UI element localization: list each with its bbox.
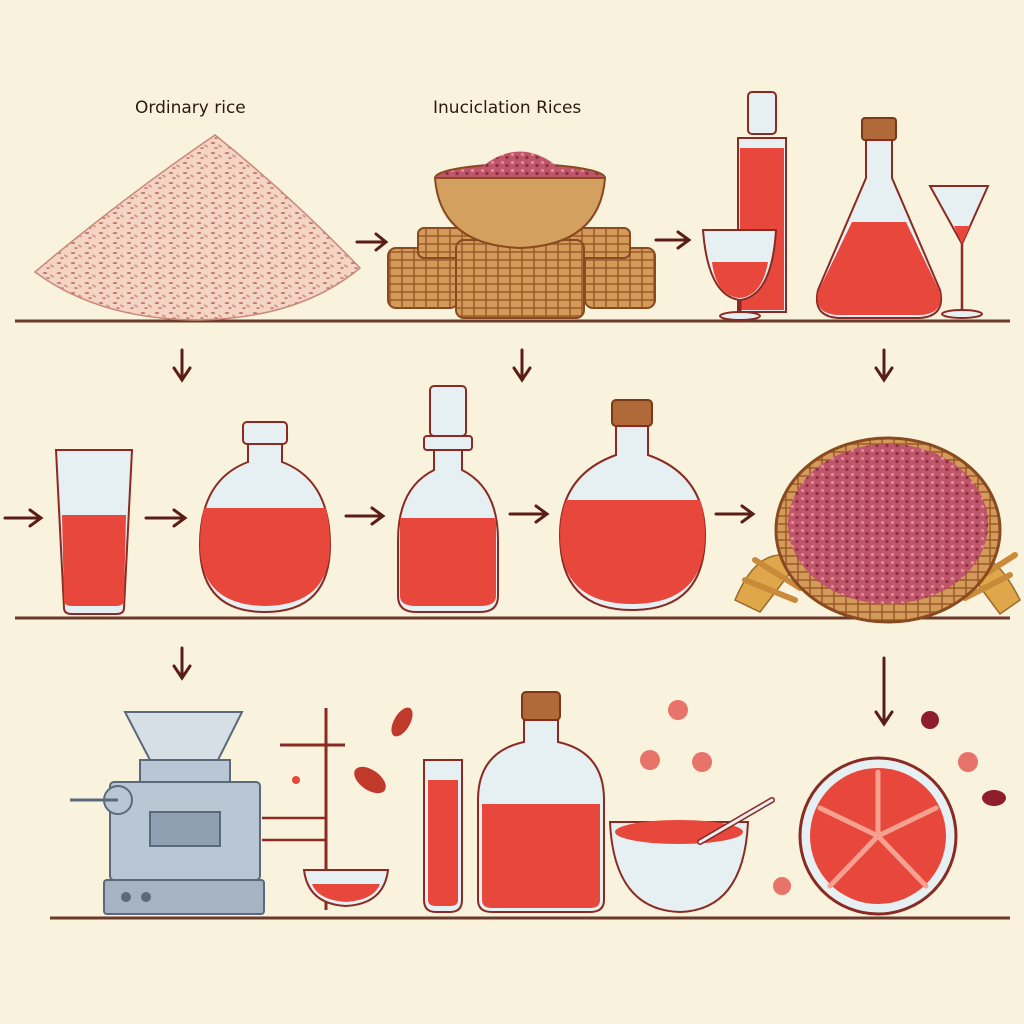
- arrow-icon: [355, 232, 389, 252]
- mixing-bowl-icon: [608, 797, 775, 914]
- inoculated-rice-bowl-icon: [387, 151, 656, 319]
- ordinary-rice-label: Ordinary rice: [135, 98, 246, 118]
- arrow-icon: [344, 506, 386, 526]
- arrow-icon: [874, 348, 894, 383]
- shelf-lines: [15, 319, 1010, 920]
- arrow-icon: [654, 230, 692, 250]
- red-yeast-dish-icon: [798, 756, 958, 916]
- arrow-icon: [3, 508, 44, 528]
- test-tube-icon: [423, 759, 463, 913]
- milling-machine-icon: [70, 711, 265, 915]
- arrow-icon: [512, 348, 532, 383]
- cocktail-glass-icon: [928, 185, 990, 319]
- mixing-bowl-icon: [302, 869, 390, 908]
- red-rice-basket-icon: [734, 436, 1021, 624]
- arrow-icon: [508, 504, 550, 524]
- beaker-glass-icon: [54, 449, 134, 615]
- arrow-icon: [874, 656, 894, 727]
- flower-icon: [640, 700, 978, 895]
- cork-bottle-icon: [477, 691, 605, 913]
- rice-pile-icon: [33, 134, 362, 321]
- bean-icon: [921, 711, 1006, 806]
- bean-icon: [354, 707, 413, 794]
- arrow-icon: [172, 646, 192, 681]
- cork-round-flask-icon: [558, 399, 707, 612]
- stoppered-bottle-icon: [397, 385, 499, 613]
- wine-glass-icon: [701, 229, 778, 321]
- arrow-icon: [714, 504, 756, 524]
- arrow-icon: [172, 348, 192, 383]
- arrow-icon: [144, 508, 188, 528]
- round-flask-icon: [198, 421, 332, 614]
- flask-icon: [816, 117, 942, 319]
- inoculation-rices-label: Inuciclation Rices: [433, 98, 582, 118]
